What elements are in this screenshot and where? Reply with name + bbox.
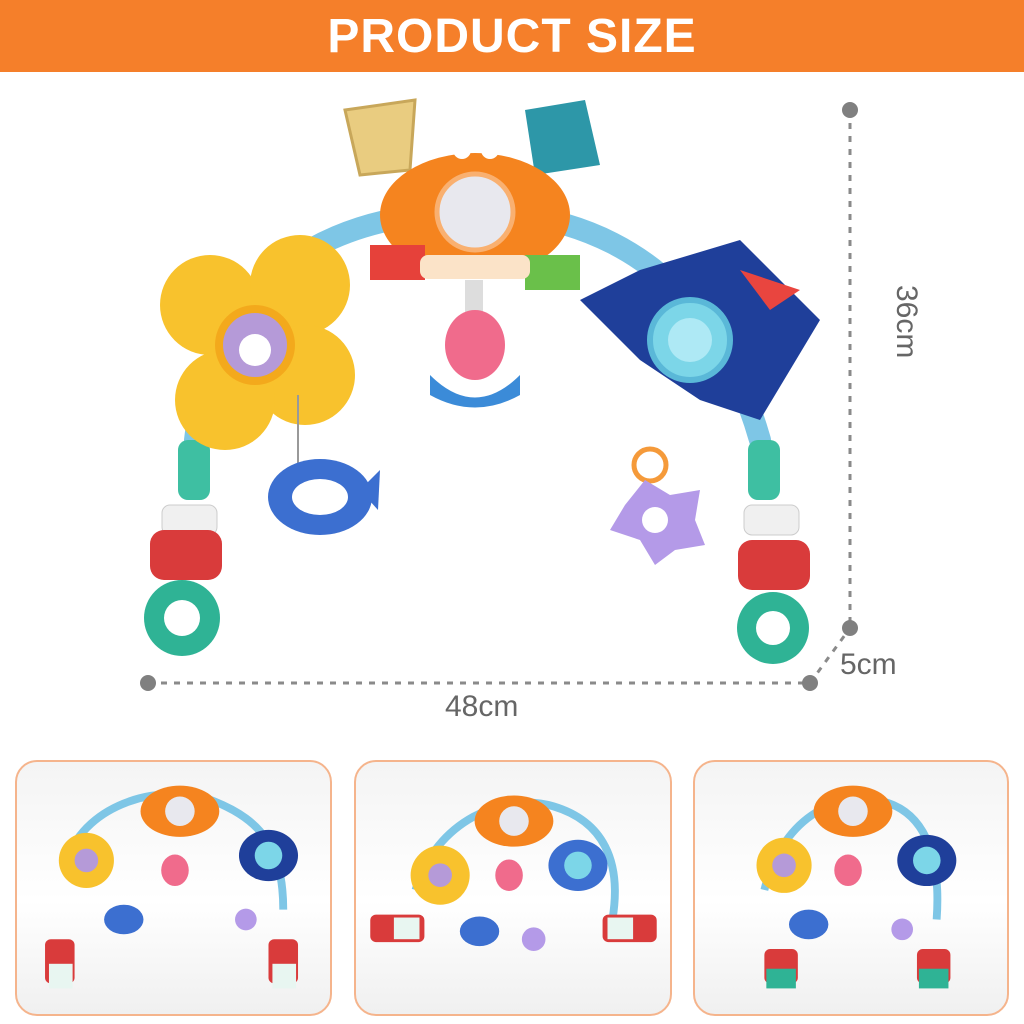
dimension-dots [140,102,858,691]
banner-title: PRODUCT SIZE [327,9,697,63]
crab-mirror [343,98,600,290]
thumbnail-illustration [370,795,657,951]
thumbnail-illustration [756,785,957,989]
height-label: 36cm [890,285,923,359]
left-clip [144,440,222,656]
star-teether [610,446,705,565]
dimension-lines [148,110,852,685]
width-label: 48cm [445,690,519,723]
shark-rattle [580,240,820,420]
usage-thumbnail [693,760,1009,1016]
depth-label: 5cm [840,648,897,681]
right-clip [737,440,810,664]
product-illustration [140,98,858,691]
header-banner: PRODUCT SIZE [0,0,1024,72]
flower-spinner [160,235,355,450]
usage-thumbnail [15,760,332,1016]
thumbnail-illustration [45,785,299,989]
whale-teether [268,459,380,535]
usage-thumbnail [354,760,672,1016]
jellyfish-toy [430,280,520,408]
